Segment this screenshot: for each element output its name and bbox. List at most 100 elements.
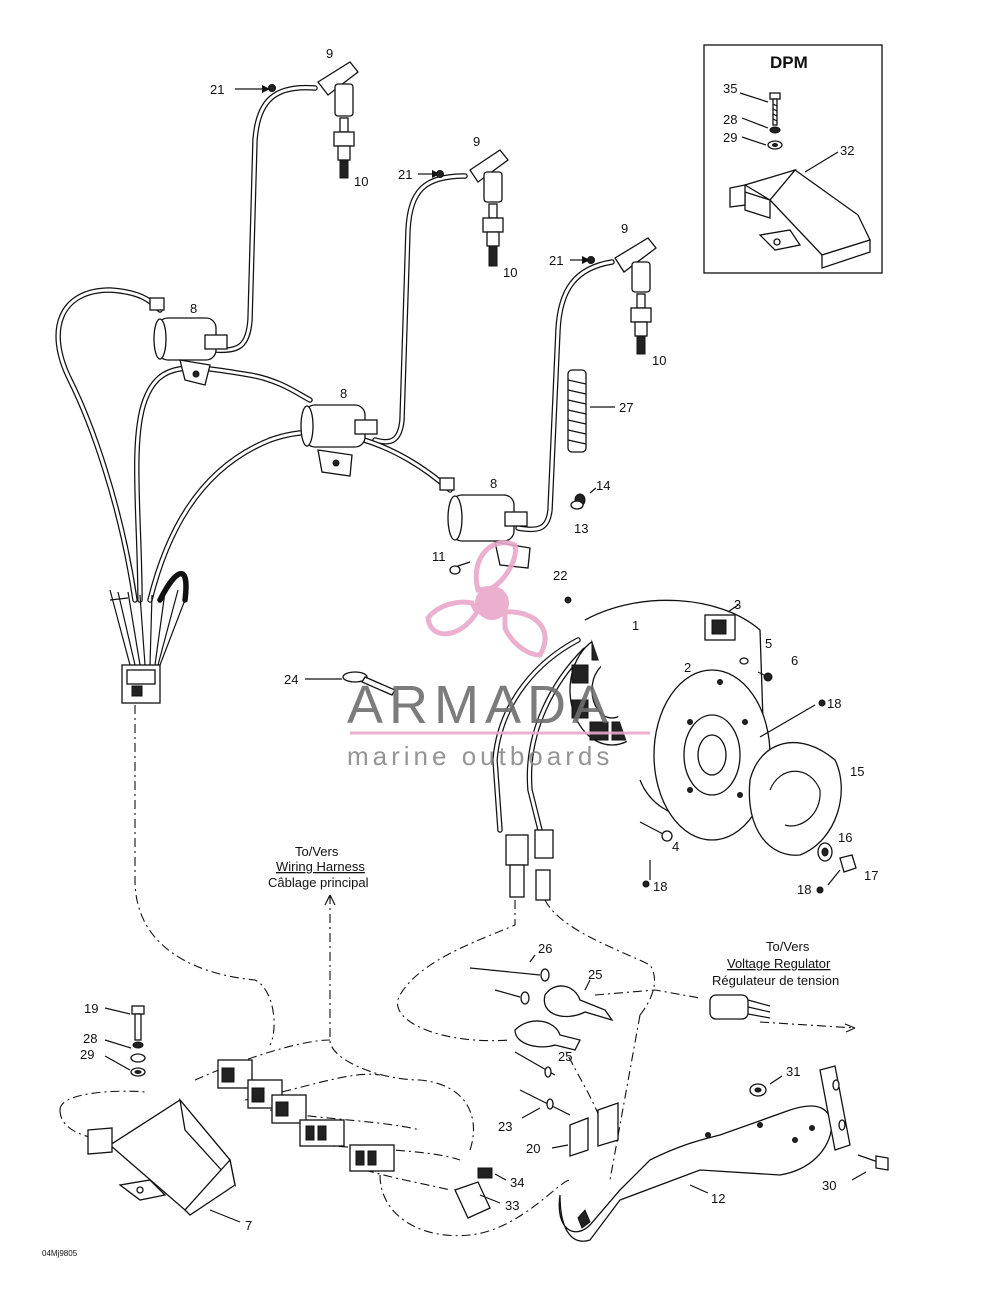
callout-7: 7	[245, 1218, 252, 1233]
spark-plug-cap-2	[469, 149, 509, 203]
bracket-20	[551, 1102, 619, 1157]
bolt-4	[639, 821, 673, 880]
callout-6: 6	[791, 653, 798, 668]
watermark-brand: ARMADA	[347, 675, 614, 735]
harness-connectors	[217, 1059, 395, 1172]
watermark-tagline: marine outboards	[347, 741, 613, 771]
washer-31	[749, 1075, 783, 1097]
coil-screw	[449, 561, 471, 575]
note-wiring-harness: To/Vers Wiring Harness Câblage principal	[268, 844, 369, 890]
marker-18-c	[816, 886, 824, 894]
bolt-30	[851, 1154, 889, 1181]
callout-31: 31	[786, 1064, 800, 1079]
marker-18-b	[642, 880, 650, 888]
note-voltage-regulator: To/Vers Voltage Regulator Régulateur de …	[712, 939, 839, 988]
callout-18-b: 18	[653, 879, 667, 894]
callout-10-plug-3: 10	[652, 353, 666, 368]
dpm-screw	[767, 92, 783, 150]
callout-16: 16	[838, 830, 852, 845]
callout-4: 4	[672, 839, 679, 854]
callout-3: 3	[734, 597, 741, 612]
spark-plug-2	[482, 203, 504, 267]
protective-sleeve	[567, 369, 615, 453]
callout-9-cap-2: 9	[473, 134, 480, 149]
harness-note-line2: Wiring Harness	[276, 859, 365, 874]
module-7	[87, 1097, 241, 1223]
spark-plug-cap-3	[614, 237, 657, 293]
callout-5: 5	[765, 636, 772, 651]
ignition-wires	[55, 84, 615, 666]
callout-24: 24	[284, 672, 298, 687]
callout-12: 12	[711, 1191, 725, 1206]
callout-17: 17	[864, 868, 878, 883]
flywheel	[584, 599, 771, 841]
callout-28: 28	[723, 112, 737, 127]
dpm-module	[729, 168, 871, 269]
spark-plug-1	[333, 117, 355, 179]
watermark: ARMADA marine outboards	[347, 540, 650, 771]
callout-9-cap-1: 9	[326, 46, 333, 61]
marker-22	[564, 596, 572, 604]
tie-wrap	[305, 671, 396, 696]
callout-28-b: 28	[83, 1031, 97, 1046]
clamp-25	[514, 979, 614, 1051]
callout-25-b: 25	[558, 1049, 572, 1064]
marker-18-a	[818, 699, 826, 707]
callout-29-b: 29	[80, 1047, 94, 1062]
callout-32: 32	[840, 143, 854, 158]
ignition-coil-1	[149, 297, 228, 386]
callout-34: 34	[510, 1175, 524, 1190]
dpm-title: DPM	[770, 53, 808, 72]
callout-23: 23	[498, 1119, 512, 1134]
callout-21-c: 21	[549, 253, 563, 268]
screw-26	[469, 954, 550, 1005]
harness-note-line1: To/Vers	[295, 844, 339, 859]
side-plate	[819, 1065, 851, 1151]
callout-11: 11	[432, 549, 446, 564]
callout-14: 14	[596, 478, 610, 493]
stator-harness	[492, 637, 588, 901]
flywheel-cover	[748, 704, 842, 856]
propeller-logo	[425, 540, 548, 658]
callout-15: 15	[850, 764, 864, 779]
callout-13: 13	[574, 521, 588, 536]
support-bracket-12	[558, 1105, 833, 1242]
callout-21-a: 21	[210, 82, 224, 97]
stator-connector-2	[535, 869, 551, 901]
screw-19-stack	[104, 1005, 146, 1077]
nut-and-washer	[570, 487, 597, 510]
callout-10-plug-2: 10	[503, 265, 517, 280]
callout-25-a: 25	[588, 967, 602, 982]
callout-29: 29	[723, 130, 737, 145]
regulator-note-line1: To/Vers	[766, 939, 810, 954]
callout-30: 30	[822, 1178, 836, 1193]
spark-plug-cap-1	[317, 61, 359, 117]
callout-2: 2	[684, 660, 691, 675]
harness-note-line3: Câblage principal	[268, 875, 369, 890]
callout-26: 26	[538, 941, 552, 956]
callout-18-c: 18	[797, 882, 811, 897]
connector-33-34	[454, 1167, 507, 1219]
stator-connector-1	[505, 834, 529, 866]
callout-27: 27	[619, 400, 633, 415]
screw-5-6	[739, 657, 773, 682]
callout-10-plug-1: 10	[354, 174, 368, 189]
coil-harness-connector	[121, 664, 161, 704]
trigger-coil	[704, 604, 739, 641]
callout-9-cap-3: 9	[621, 221, 628, 236]
figure-code: 04Mj9805	[42, 1249, 78, 1258]
callout-8-coil-2: 8	[340, 386, 347, 401]
callout-35: 35	[723, 81, 737, 96]
spark-plug-3	[630, 293, 652, 355]
callout-1: 1	[632, 618, 639, 633]
callout-19: 19	[84, 1001, 98, 1016]
callout-21-b: 21	[398, 167, 412, 182]
callout-8-coil-1: 8	[190, 301, 197, 316]
regulator-note-line2: Voltage Regulator	[727, 956, 831, 971]
screw-23	[514, 1051, 571, 1119]
callout-8-coil-3: 8	[490, 476, 497, 491]
regulator-connector	[709, 994, 771, 1020]
callout-33: 33	[505, 1198, 519, 1213]
wire-tie-markers-21	[235, 84, 595, 264]
